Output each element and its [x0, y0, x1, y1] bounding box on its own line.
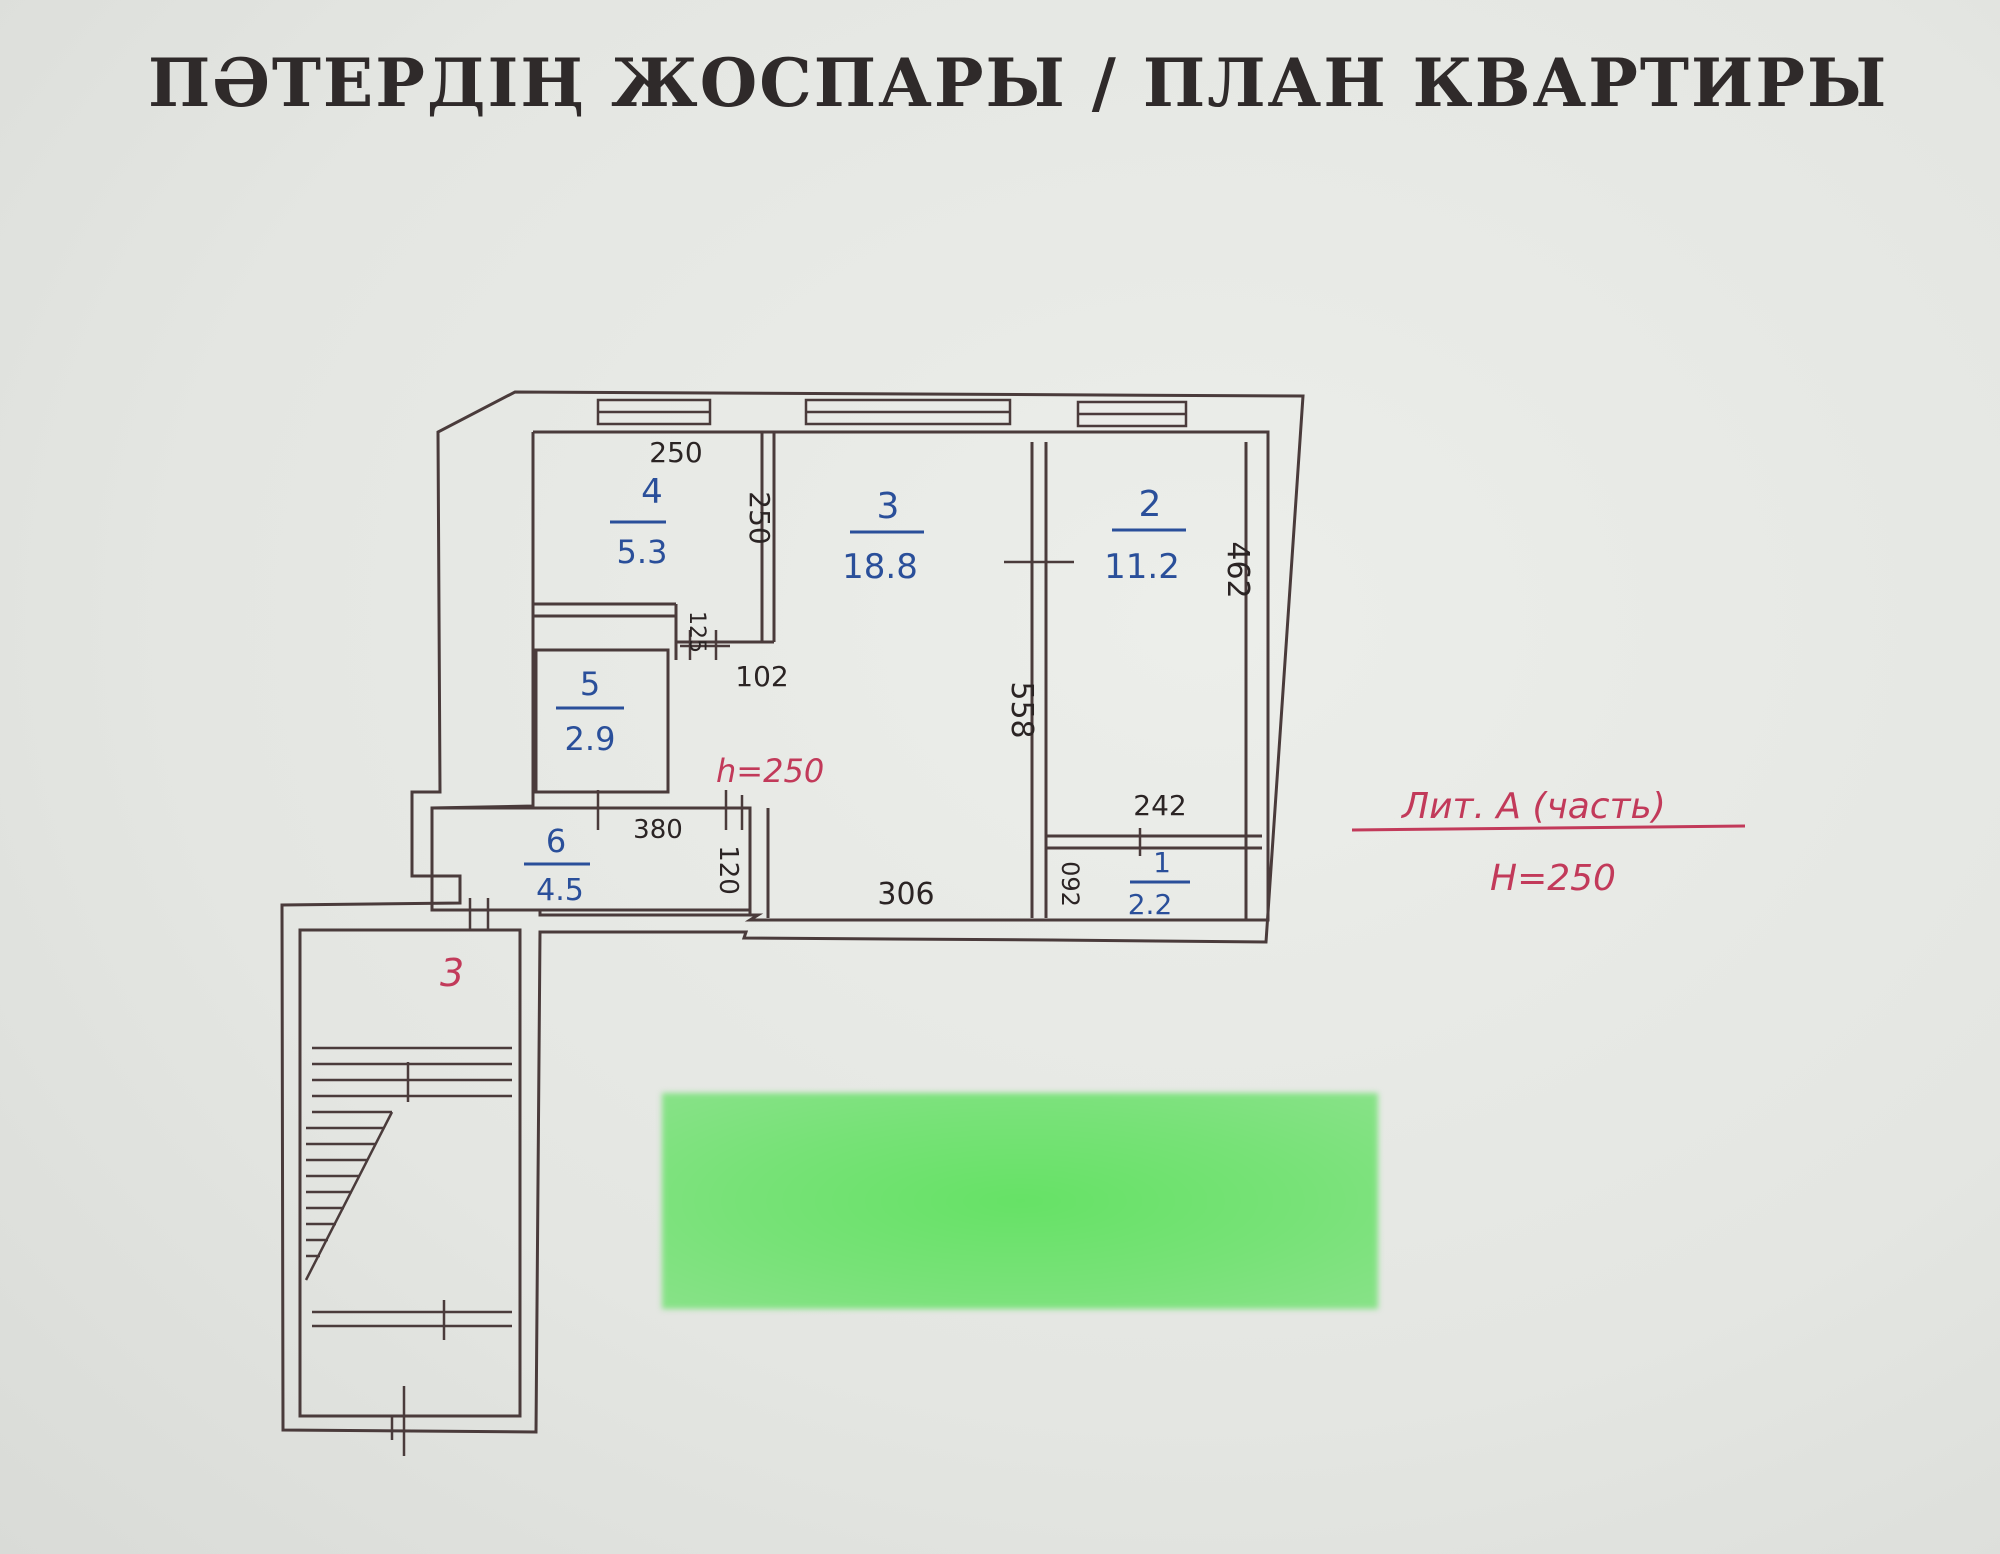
- room-3-number: 3: [877, 486, 900, 527]
- dim-092: 092: [1056, 861, 1084, 907]
- stair-number-label: 3: [440, 951, 464, 995]
- room-2-area: 11.2: [1104, 547, 1180, 587]
- windows: [596, 398, 1188, 428]
- dim-250-top: 250: [649, 436, 702, 469]
- height-inner-label: h=250: [716, 752, 824, 790]
- room-5-area: 2.9: [565, 720, 616, 758]
- annotations: h=250 Лит. А (часть) Н=250 3: [440, 752, 1746, 995]
- dim-462: 462: [1220, 541, 1255, 598]
- dim-250-side: 250: [743, 491, 776, 544]
- height-outer-label: Н=250: [1490, 858, 1616, 899]
- room-5-number: 5: [580, 665, 600, 703]
- room-6-number: 6: [546, 822, 566, 860]
- room-3: 3 18.8: [842, 486, 924, 587]
- room-4-number: 4: [641, 472, 663, 512]
- room-2: 2 11.2: [1104, 484, 1186, 587]
- dim-242: 242: [1133, 789, 1186, 822]
- dim-120: 120: [713, 845, 743, 895]
- dim-558: 558: [1004, 681, 1039, 738]
- interior-walls: [430, 432, 1262, 930]
- room-1-number: 1: [1153, 846, 1171, 879]
- room-4: 4 5.3: [610, 472, 667, 571]
- stairwell: [298, 928, 522, 1456]
- room-1-area: 2.2: [1128, 888, 1173, 921]
- room-5: 5 2.9: [556, 665, 624, 758]
- room-4-area: 5.3: [617, 533, 668, 571]
- room-6-area: 4.5: [536, 873, 584, 908]
- redaction-box: [662, 1093, 1378, 1309]
- room-6: 6 4.5: [524, 822, 590, 908]
- dimension-labels: 250 250 125 102 558 462 242 380 120 306 …: [633, 436, 1255, 912]
- dim-125: 125: [684, 611, 709, 653]
- room-1: 1 2.2: [1128, 846, 1190, 921]
- dim-102: 102: [735, 660, 788, 693]
- room-2-number: 2: [1139, 484, 1162, 525]
- liter-label: Лит. А (часть): [1400, 786, 1666, 827]
- dim-380: 380: [633, 815, 683, 845]
- room-3-area: 18.8: [842, 547, 918, 587]
- dim-306: 306: [877, 877, 934, 912]
- page-title: ПӘТЕРДІҢ ЖОСПАРЫ / ПЛАН КВАРТИРЫ: [148, 44, 1889, 122]
